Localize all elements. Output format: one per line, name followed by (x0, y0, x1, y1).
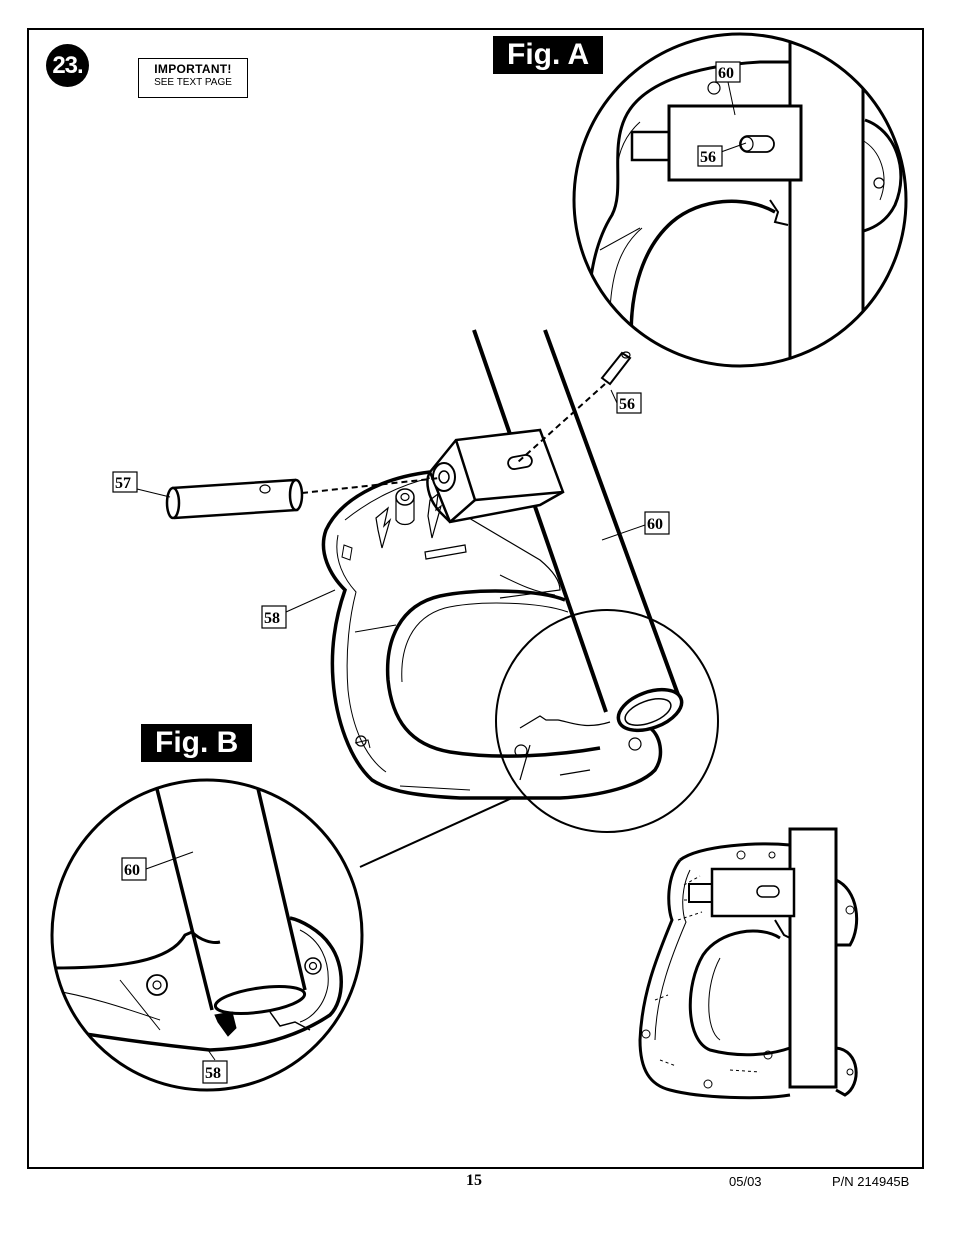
main-callout-lines (136, 389, 646, 613)
callout-fig-b-58: 58 (205, 1065, 221, 1082)
fig-b-leader-line (359, 797, 513, 868)
callout-fig-a-56: 56 (700, 149, 716, 166)
callout-main-57: 57 (115, 475, 131, 492)
main-exploded-view (165, 329, 684, 800)
fig-a-title: Fig. A (493, 36, 604, 74)
step-number-badge: 23. (46, 44, 89, 87)
callout-main-56: 56 (619, 396, 635, 413)
see-text-page-label: SEE TEXT PAGE (154, 77, 232, 88)
assembled-view (638, 827, 859, 1100)
page-border (27, 28, 924, 1169)
fig-b-title: Fig. B (141, 724, 253, 762)
fig-b-detail (50, 778, 364, 1092)
callout-main-58: 58 (264, 610, 280, 627)
callout-fig-b-60: 60 (124, 862, 140, 879)
page-number: 15 (466, 1172, 482, 1189)
callout-main-60: 60 (647, 516, 663, 533)
fig-a-detail (572, 32, 908, 368)
important-label: IMPORTANT! (154, 62, 232, 76)
part-number: P/N 214945B (832, 1174, 910, 1189)
callout-fig-a-60: 60 (718, 65, 734, 82)
fig-b-zoom-marker (495, 609, 719, 833)
step-number: 23. (52, 51, 83, 79)
revision-date: 05/03 (729, 1174, 762, 1189)
important-notice: IMPORTANT! SEE TEXT PAGE (138, 58, 248, 98)
